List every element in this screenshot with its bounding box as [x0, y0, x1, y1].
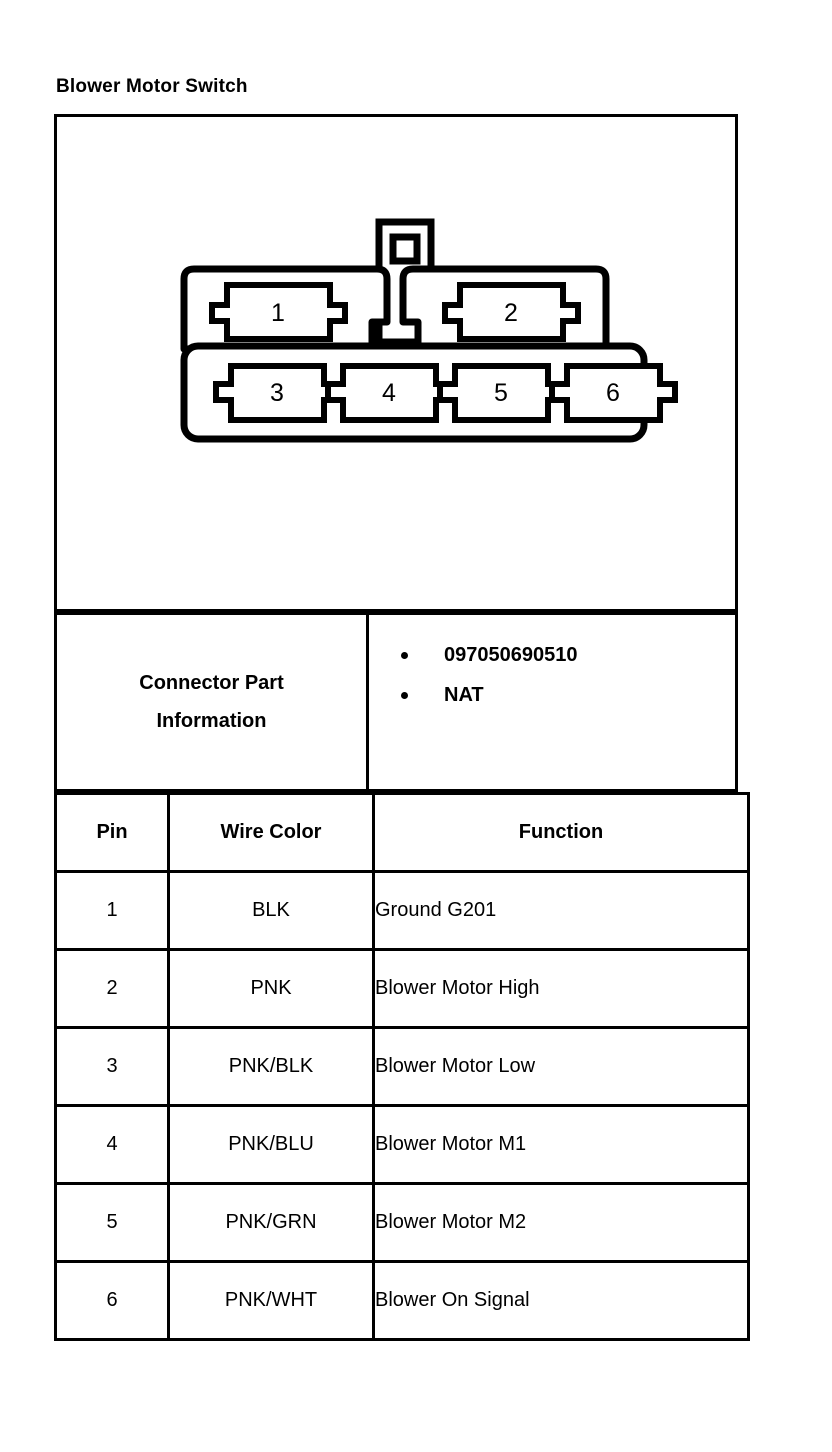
cell-pin: 4 [54, 1104, 170, 1185]
column-header-pin: Pin [54, 792, 170, 873]
column-header-wire-color: Wire Color [167, 792, 375, 873]
cavity-3: 3 [213, 363, 342, 423]
cell-wire-color: PNK [167, 948, 375, 1029]
cavity-5: 5 [437, 363, 566, 423]
connector-part-information-label-line2: Information [156, 710, 267, 732]
cavity-4-label: 4 [382, 379, 396, 407]
cavity-1-label: 1 [271, 299, 285, 327]
cavity-2: 2 [442, 282, 581, 342]
cell-wire-color: BLK [167, 870, 375, 951]
cavity-1: 1 [209, 282, 348, 342]
cell-pin: 1 [54, 870, 170, 951]
cell-function: Blower Motor M1 [372, 1104, 750, 1185]
table-row: 4 PNK/BLU Blower Motor M1 [54, 1104, 750, 1185]
table-row: 1 BLK Ground G201 [54, 870, 750, 951]
connector-diagram-frame: 1 2 3 4 5 [54, 114, 738, 612]
table-row: 3 PNK/BLK Blower Motor Low [54, 1026, 750, 1107]
page-title: Blower Motor Switch [56, 76, 248, 97]
list-item: NAT [401, 675, 735, 715]
cell-pin: 2 [54, 948, 170, 1029]
cavity-6: 6 [549, 363, 678, 423]
cell-function: Blower Motor Low [372, 1026, 750, 1107]
cell-wire-color: PNK/WHT [167, 1260, 375, 1341]
bullet-icon [401, 652, 408, 659]
cavity-4: 4 [325, 363, 454, 423]
cavity-3-label: 3 [270, 379, 284, 407]
cell-pin: 5 [54, 1182, 170, 1263]
cell-wire-color: PNK/GRN [167, 1182, 375, 1263]
cavity-6-label: 6 [606, 379, 620, 407]
cell-pin: 6 [54, 1260, 170, 1341]
cell-function: Ground G201 [372, 870, 750, 951]
connector-part-code: NAT [444, 684, 484, 706]
connector-part-information-label-line1: Connector Part [139, 672, 284, 694]
cell-wire-color: PNK/BLU [167, 1104, 375, 1185]
cavity-5-label: 5 [494, 379, 508, 407]
bullet-icon [401, 692, 408, 699]
cell-function: Blower Motor High [372, 948, 750, 1029]
column-header-function: Function [372, 792, 750, 873]
table-row: 6 PNK/WHT Blower On Signal [54, 1260, 750, 1341]
pin-table: Pin Wire Color Function 1 BLK Ground G20… [54, 792, 750, 1341]
table-row: 2 PNK Blower Motor High [54, 948, 750, 1029]
cell-function: Blower Motor M2 [372, 1182, 750, 1263]
connector-part-information-row: Connector Part Information 097050690510 … [54, 612, 738, 792]
connector-part-number: 097050690510 [444, 644, 578, 666]
table-header-row: Pin Wire Color Function [54, 792, 750, 873]
connector-part-information-label: Connector Part Information [57, 615, 369, 789]
cavity-2-label: 2 [504, 299, 518, 327]
cell-pin: 3 [54, 1026, 170, 1107]
list-item: 097050690510 [401, 635, 735, 675]
table-row: 5 PNK/GRN Blower Motor M2 [54, 1182, 750, 1263]
connector-part-information-values: 097050690510 NAT [369, 615, 735, 789]
cell-function: Blower On Signal [372, 1260, 750, 1341]
connector-face-view-svg: 1 2 3 4 5 [180, 218, 678, 443]
cell-wire-color: PNK/BLK [167, 1026, 375, 1107]
